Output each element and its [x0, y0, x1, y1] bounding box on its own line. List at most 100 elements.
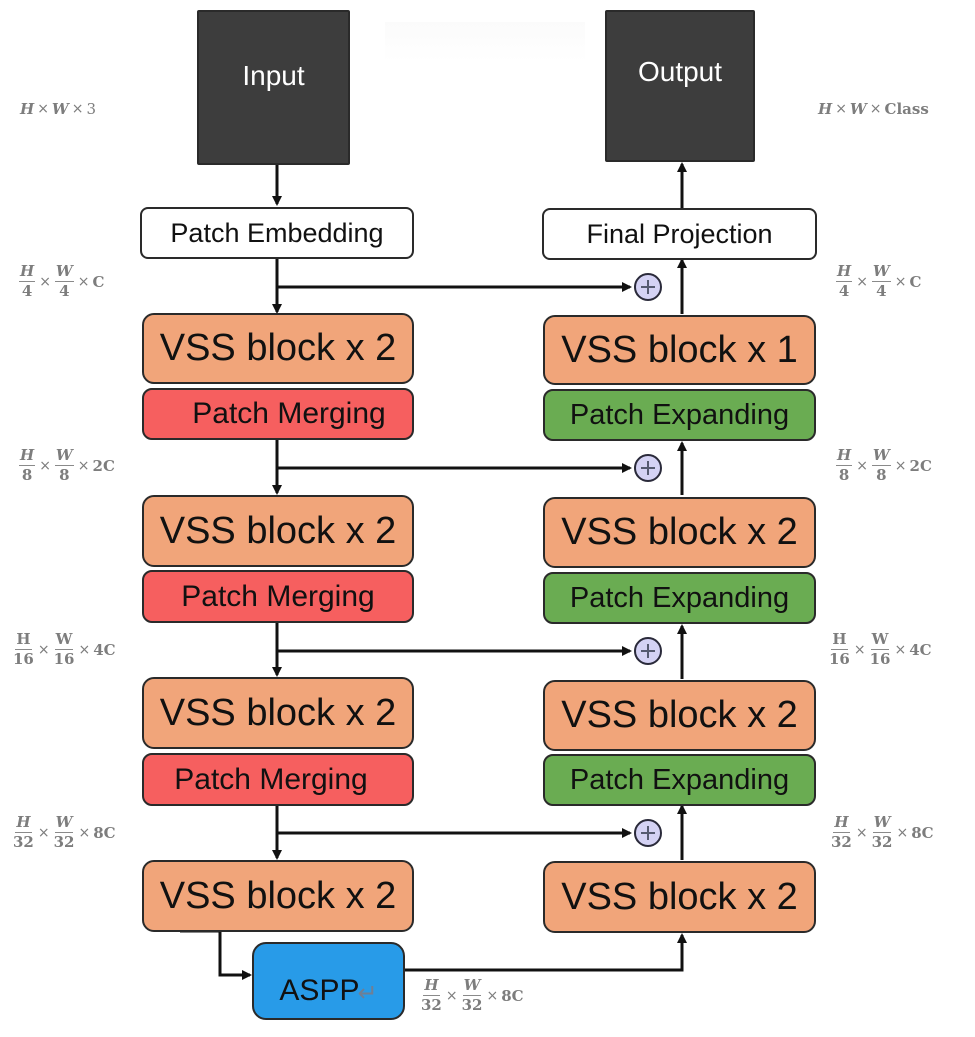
add-icon	[634, 454, 662, 482]
patch-embedding-label: Patch Embedding	[170, 217, 384, 248]
times-sign: ×	[39, 273, 51, 290]
denominator: 32	[421, 996, 442, 1014]
numerator: H	[19, 446, 36, 466]
dim-h: H	[818, 100, 833, 118]
patch-merging-label: Patch Merging	[174, 762, 368, 796]
numerator: W	[871, 446, 891, 466]
times-sign: ×	[856, 457, 868, 474]
denominator: 32	[871, 833, 893, 851]
denominator: 16	[869, 650, 891, 668]
patch-embedding-node: Patch Embedding	[140, 207, 414, 259]
times-sign: ×	[896, 824, 909, 841]
output-label: Output	[637, 56, 723, 87]
denominator: 32	[461, 996, 483, 1014]
numerator: H	[836, 446, 853, 466]
denominator: 8	[59, 466, 70, 484]
times-sign: ×	[77, 457, 90, 474]
dim-w: W	[51, 100, 69, 118]
times-sign: ×	[894, 641, 907, 658]
encoder-patch-merging-3: Patch Merging	[142, 753, 414, 806]
encoder-patch-merging-2: Patch Merging	[142, 570, 414, 623]
numerator: H	[19, 262, 36, 282]
encoder-vss-label: VSS block x 2	[159, 509, 397, 552]
decoder-vss-label: VSS block x 2	[561, 511, 798, 553]
add-icon	[634, 637, 662, 665]
faint-artifact	[385, 22, 585, 62]
final-projection-label: Final Projection	[586, 218, 773, 249]
encoder-vss-label: VSS block x 2	[159, 691, 397, 734]
dim-w: W	[849, 100, 867, 118]
times-sign: ×	[869, 101, 882, 117]
denominator: 8	[21, 466, 33, 484]
decoder-patch-expanding-1: Patch Expanding	[543, 389, 816, 441]
channels: 2C	[92, 456, 115, 475]
denominator: 4	[838, 282, 850, 300]
dim-label-input: H× W× 3	[20, 100, 96, 118]
input-label: Input	[242, 59, 305, 91]
denominator: 32	[53, 833, 75, 851]
times-sign: ×	[77, 273, 90, 290]
final-projection-node: Final Projection	[542, 208, 817, 260]
dim-label-output: H× W× Class	[818, 100, 929, 118]
add-icon	[634, 819, 662, 847]
denominator: 16	[829, 650, 850, 668]
times-sign: ×	[37, 641, 50, 658]
encoder-vss-block-4: VSS block x 2	[142, 860, 414, 932]
numerator: W	[54, 262, 74, 282]
denominator: 8	[838, 466, 850, 484]
encoder-vss-block-1: VSS block x 2	[142, 313, 414, 384]
patch-expanding-label: Patch Expanding	[569, 398, 790, 431]
channels: 8C	[501, 986, 524, 1005]
encoder-vss-label: VSS block x 2	[159, 327, 397, 369]
dim-h: H	[20, 100, 35, 118]
encoder-vss-block-2: VSS block x 2	[142, 495, 414, 567]
times-sign: ×	[894, 273, 907, 290]
numerator: W	[54, 630, 74, 650]
denominator: 4	[876, 282, 887, 300]
numerator: H	[833, 813, 850, 833]
numerator: H	[15, 813, 32, 833]
channels: C	[909, 272, 922, 291]
times-sign: ×	[78, 824, 91, 841]
patch-merging-label: Patch Merging	[181, 579, 375, 613]
times-sign: ×	[39, 457, 51, 474]
numerator: H	[836, 262, 853, 282]
encoder-patch-merging-1: Patch Merging	[142, 388, 414, 440]
numerator: H	[831, 630, 848, 650]
aspp-label: ASPP	[279, 974, 360, 1007]
decoder-patch-expanding-3: Patch Expanding	[543, 754, 816, 806]
decoder-vss-block-3: VSS block x 2	[543, 680, 816, 751]
denominator: 4	[21, 282, 33, 300]
return-icon: ↵	[357, 980, 378, 1007]
numerator: W	[462, 976, 482, 996]
numerator: W	[872, 813, 892, 833]
times-sign: ×	[486, 987, 499, 1004]
denominator: 32	[13, 833, 34, 851]
denominator: 16	[53, 650, 75, 668]
times-sign: ×	[853, 641, 866, 658]
decoder-vss-label: VSS block x 2	[561, 694, 798, 736]
channels: 8C	[93, 823, 116, 842]
